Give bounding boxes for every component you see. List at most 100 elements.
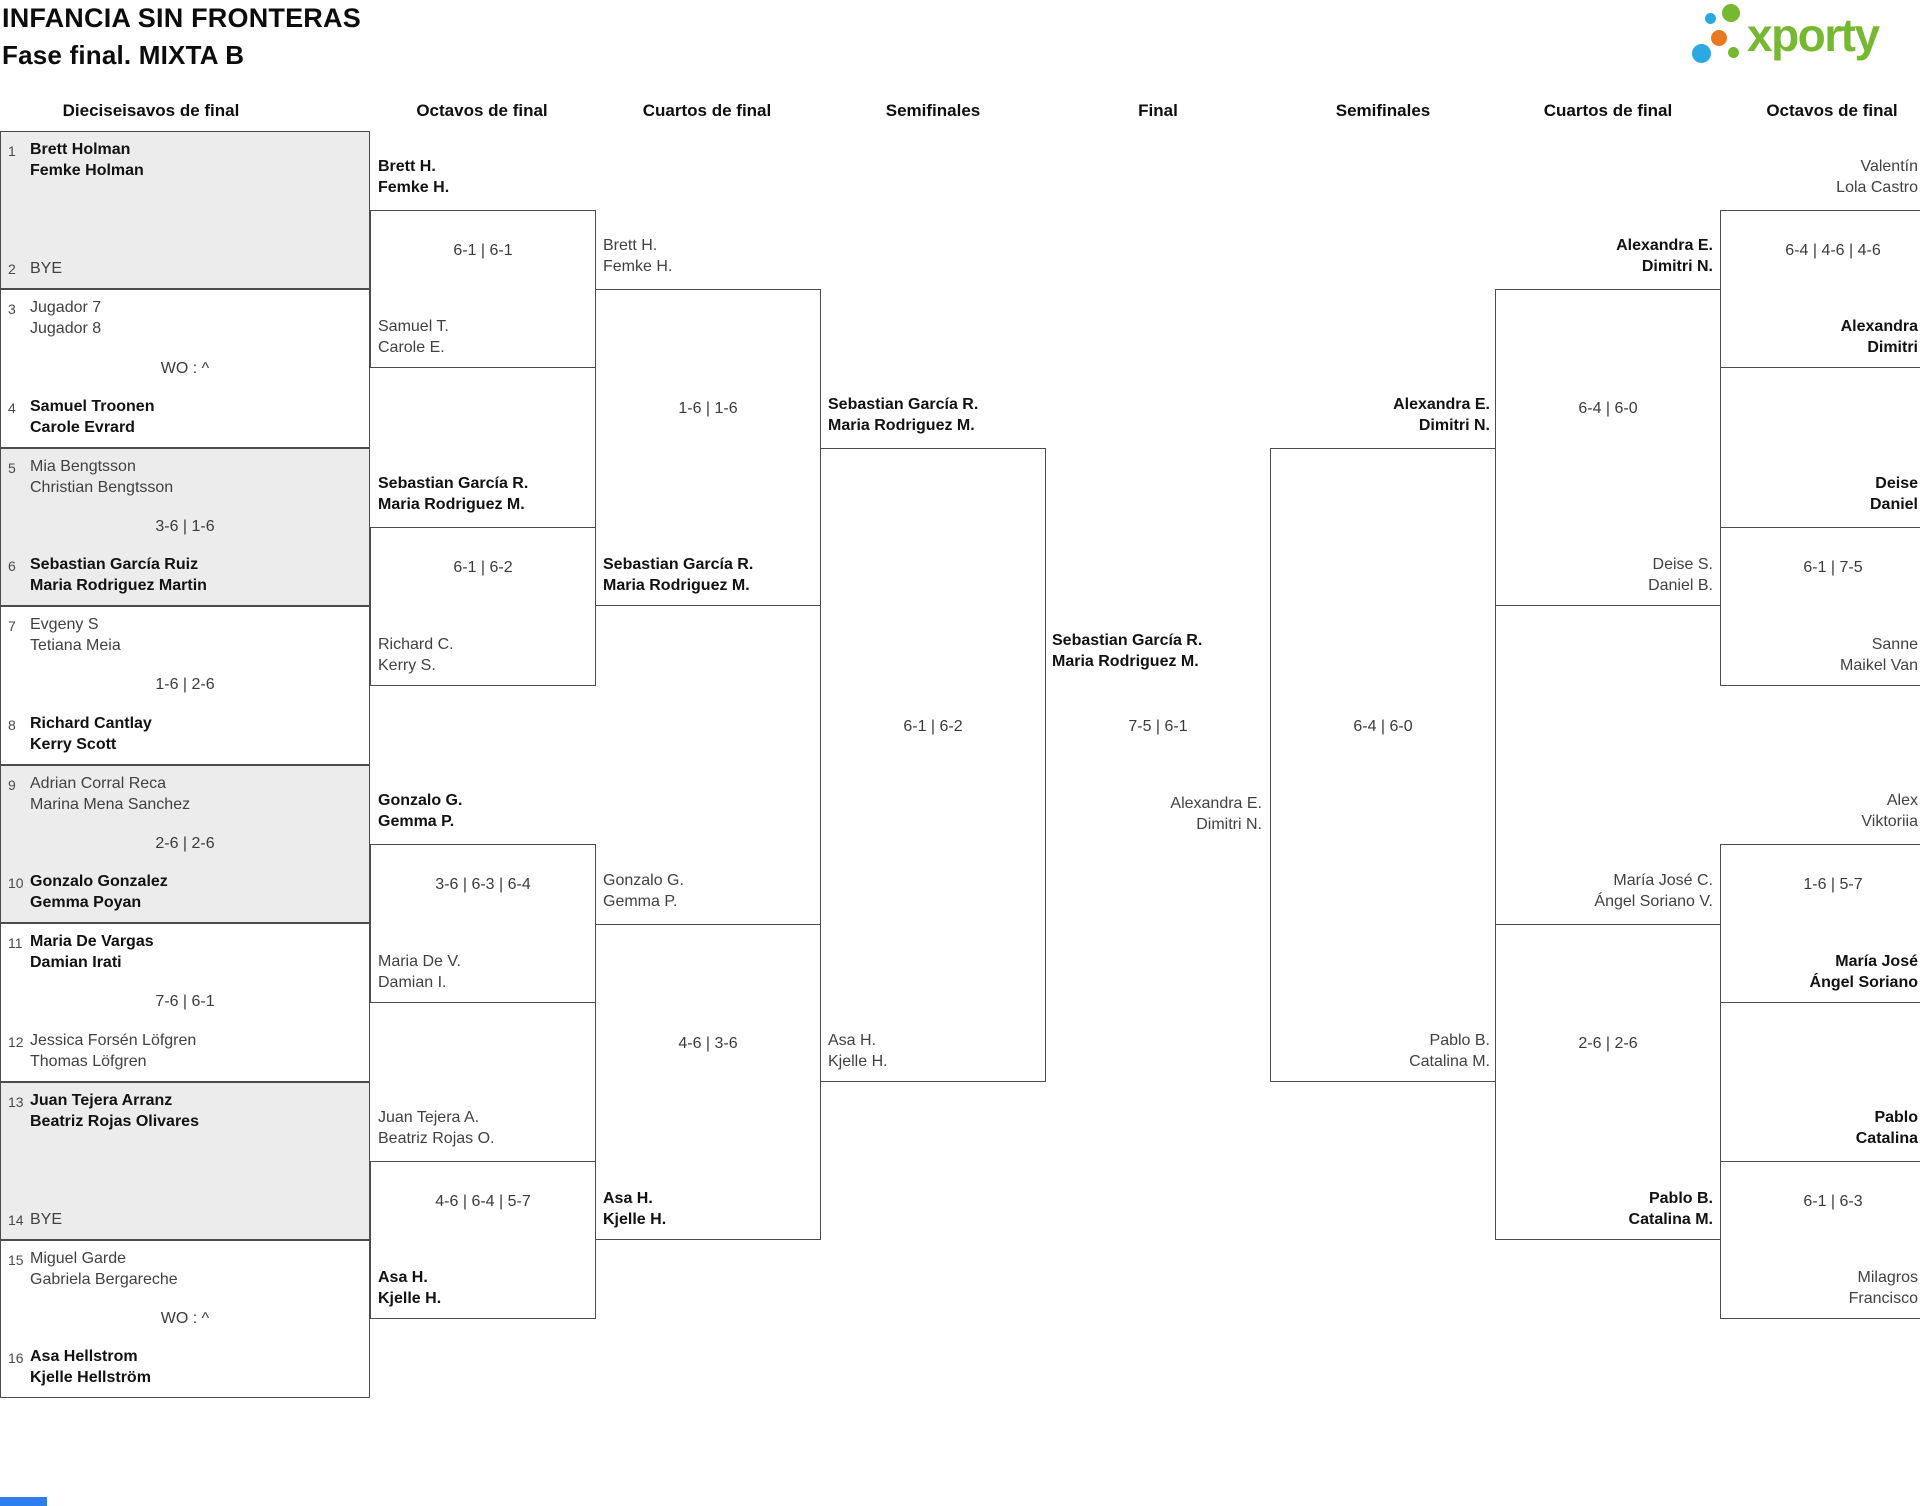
match-box-octavos-l2 <box>370 527 596 686</box>
match-score: 3-6 | 6-3 | 6-4 <box>435 876 531 893</box>
match-score: 6-1 | 7-5 <box>1803 559 1863 576</box>
match-box-r32-7 <box>0 1082 370 1240</box>
team-label: Gonzalo G. Gemma P. <box>378 792 463 830</box>
match-score: 4-6 | 3-6 <box>678 1035 738 1052</box>
match-score: WO : ^ <box>160 360 210 377</box>
logo-wordmark: xporty <box>1747 9 1880 61</box>
team-label: Juan Tejera Arranz Beatriz Rojas Olivare… <box>30 1092 199 1130</box>
team-label: Miguel Garde Gabriela Bergareche <box>30 1250 178 1288</box>
match-score: 6-1 | 6-2 <box>453 559 513 576</box>
team-label: Deise S. Daniel B. <box>1648 556 1713 594</box>
match-box-r32-6 <box>0 923 370 1082</box>
team-label: Samuel Troonen Carole Evrard <box>30 398 155 436</box>
seed-number: 14 <box>8 1212 24 1228</box>
team-label: Maria De V. Damian I. <box>378 953 461 991</box>
round-header-semifinales-right: Semifinales <box>1335 101 1431 120</box>
team-label: BYE <box>30 260 63 277</box>
round-header-dieciseisavos: Dieciseisavos de final <box>62 101 240 120</box>
team-label: Samuel T. Carole E. <box>378 318 449 356</box>
round-header-cuartos-right: Cuartos de final <box>1543 101 1673 120</box>
match-score: 4-6 | 6-4 | 5-7 <box>435 1193 531 1210</box>
team-label: Alexandra E. Dimitri N. <box>1393 396 1490 434</box>
match-box-cuartos-r1 <box>1495 289 1721 606</box>
team-label: María José C. Ángel Soriano V. <box>1594 872 1713 910</box>
team-label: Richard C. Kerry S. <box>378 636 454 674</box>
seed-number: 15 <box>8 1252 24 1268</box>
tournament-title: INFANCIA SIN FRONTERAS <box>2 3 361 33</box>
team-label: Alexandra E. Dimitri N. <box>1616 237 1713 275</box>
team-label: Richard Cantlay Kerry Scott <box>30 715 152 753</box>
seed-number: 8 <box>8 717 16 733</box>
round-header-semifinales-left: Semifinales <box>885 101 981 120</box>
match-score: 1-6 | 2-6 <box>155 676 215 693</box>
match-score-final: 7-5 | 6-1 <box>1128 718 1188 735</box>
match-score: 6-4 | 6-0 <box>1578 400 1638 417</box>
match-score: 6-4 | 6-0 <box>1353 718 1413 735</box>
team-label: Mia Bengtsson Christian Bengtsson <box>30 458 174 496</box>
logo-dot-blue-small <box>1705 13 1716 24</box>
logo-dot-blue-large <box>1692 44 1711 63</box>
team-label: Alex Viktoriia <box>1861 792 1918 830</box>
match-box-octavos-r3 <box>1720 844 1920 1003</box>
seed-number: 2 <box>8 261 16 277</box>
match-score: 6-4 | 4-6 | 4-6 <box>1785 242 1881 259</box>
match-score: 3-6 | 1-6 <box>155 518 215 535</box>
match-box-semifinal-left <box>820 448 1046 1082</box>
round-header-octavos-right: Octavos de final <box>1766 101 1898 120</box>
match-score: 7-6 | 6-1 <box>155 993 215 1010</box>
team-label: María José Ángel Soriano <box>1809 953 1918 991</box>
team-label: Asa H. Kjelle H. <box>603 1190 667 1228</box>
team-label: Maria De Vargas Damian Irati <box>30 933 154 971</box>
match-box-cuartos-l2 <box>595 924 821 1240</box>
phase-subtitle: Fase final. MIXTA B <box>2 40 245 70</box>
seed-number: 10 <box>8 875 24 891</box>
bottom-progress-bar <box>0 1497 47 1506</box>
match-box-octavos-l4 <box>370 1161 596 1319</box>
match-box-octavos-l3 <box>370 844 596 1003</box>
match-box-octavos-r1 <box>1720 210 1920 368</box>
team-label: Sebastian García Ruiz Maria Rodriguez Ma… <box>30 556 207 594</box>
team-label: Alexandra E. Dimitri N. <box>1170 795 1262 833</box>
team-label: Alexandra Dimitri <box>1840 318 1918 356</box>
logo-dot-orange <box>1711 30 1727 46</box>
team-label: Adrian Corral Reca Marina Mena Sanchez <box>30 775 191 813</box>
team-label: Sanne Maikel Van <box>1840 636 1918 674</box>
round-header-cuartos-left: Cuartos de final <box>642 101 772 120</box>
match-box-r32-4 <box>0 606 370 765</box>
team-label: Gonzalo Gonzalez Gemma Poyan <box>30 873 168 911</box>
seed-number: 7 <box>8 618 16 634</box>
team-label: Sebastian García R. Maria Rodriguez M. <box>603 556 754 594</box>
team-label: Valentín Lola Castro <box>1836 158 1918 196</box>
team-label: Deise Daniel <box>1869 475 1918 513</box>
match-box-octavos-r4 <box>1720 1161 1920 1319</box>
team-label: BYE <box>30 1211 63 1228</box>
round-header-final: Final <box>1138 101 1178 120</box>
seed-number: 6 <box>8 558 16 574</box>
match-score: WO : ^ <box>160 1310 210 1327</box>
match-box-semifinal-right <box>1270 448 1496 1082</box>
round-header-octavos-left: Octavos de final <box>416 101 548 120</box>
team-label: Asa H. Kjelle H. <box>378 1269 442 1307</box>
team-label: Asa H. Kjelle H. <box>828 1032 888 1070</box>
team-label-final-winner: Sebastian García R. Maria Rodriguez M. <box>1052 632 1203 670</box>
match-box-cuartos-r2 <box>1495 924 1721 1240</box>
match-score: 1-6 | 1-6 <box>678 400 738 417</box>
match-score: 2-6 | 2-6 <box>155 835 215 852</box>
team-label: Milagros Francisco <box>1848 1269 1918 1307</box>
match-box-r32-8 <box>0 1240 370 1398</box>
seed-number: 9 <box>8 777 16 793</box>
team-label: Jessica Forsén Löfgren Thomas Löfgren <box>30 1032 197 1070</box>
logo-dot-green-small <box>1728 47 1739 58</box>
match-box-cuartos-l1 <box>595 289 821 606</box>
team-label: Pablo B. Catalina M. <box>1628 1190 1713 1228</box>
seed-number: 5 <box>8 460 16 476</box>
team-label: Pablo B. Catalina M. <box>1409 1032 1490 1070</box>
match-box-r32-2 <box>0 289 370 448</box>
seed-number: 11 <box>8 935 23 951</box>
team-label: Jugador 7 Jugador 8 <box>30 299 102 337</box>
match-box-r32-3 <box>0 448 370 606</box>
team-label: Brett H. Femke H. <box>378 158 450 196</box>
team-label: Sebastian García R. Maria Rodriguez M. <box>828 396 979 434</box>
match-score: 6-1 | 6-3 <box>1803 1193 1863 1210</box>
